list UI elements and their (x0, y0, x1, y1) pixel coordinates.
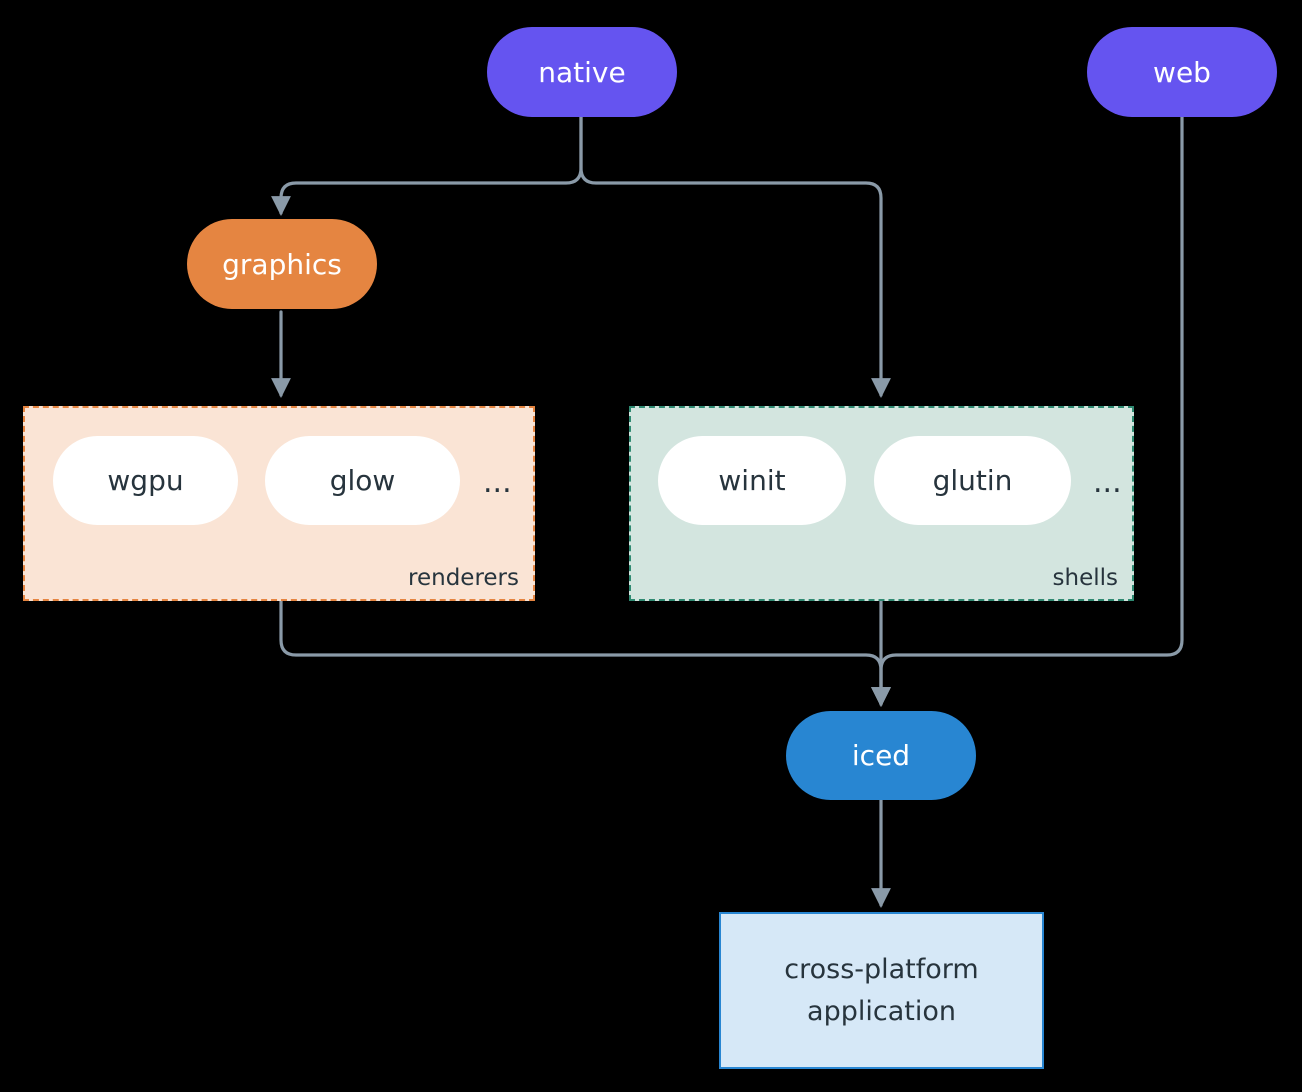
group-renderers-label: renderers (408, 565, 519, 591)
node-application-label-line2: application (807, 995, 956, 1027)
leaf-wgpu-label: wgpu (107, 464, 184, 497)
leaf-glow[interactable]: glow (265, 436, 460, 525)
group-renderers: wgpu glow ... renderers (23, 406, 535, 601)
leaf-glutin-label: glutin (932, 464, 1013, 497)
edge-native-to-graphics (271, 114, 583, 216)
node-web-label: web (1153, 55, 1211, 89)
leaf-wgpu[interactable]: wgpu (53, 436, 238, 525)
node-web[interactable]: web (1087, 27, 1277, 117)
node-native[interactable]: native (487, 27, 677, 117)
node-application-label-line1: cross-platform (784, 953, 979, 985)
node-iced-label: iced (851, 739, 911, 772)
node-native-label: native (538, 55, 626, 89)
leaf-glow-label: glow (329, 464, 396, 497)
edge-renderers-to-iced (279, 599, 891, 707)
group-shells-label: shells (1052, 565, 1118, 591)
shells-ellipsis: ... (1093, 465, 1122, 500)
leaf-winit-label: winit (718, 464, 786, 497)
renderers-ellipsis: ... (483, 465, 512, 500)
group-shells: winit glutin ... shells (629, 406, 1134, 601)
node-iced[interactable]: iced (786, 711, 976, 800)
leaf-winit[interactable]: winit (658, 436, 846, 525)
leaf-glutin[interactable]: glutin (874, 436, 1071, 525)
edge-native-to-shells (579, 114, 891, 398)
node-application[interactable]: cross-platform application (719, 912, 1044, 1069)
node-graphics-label: graphics (222, 247, 342, 281)
node-graphics[interactable]: graphics (187, 219, 377, 309)
